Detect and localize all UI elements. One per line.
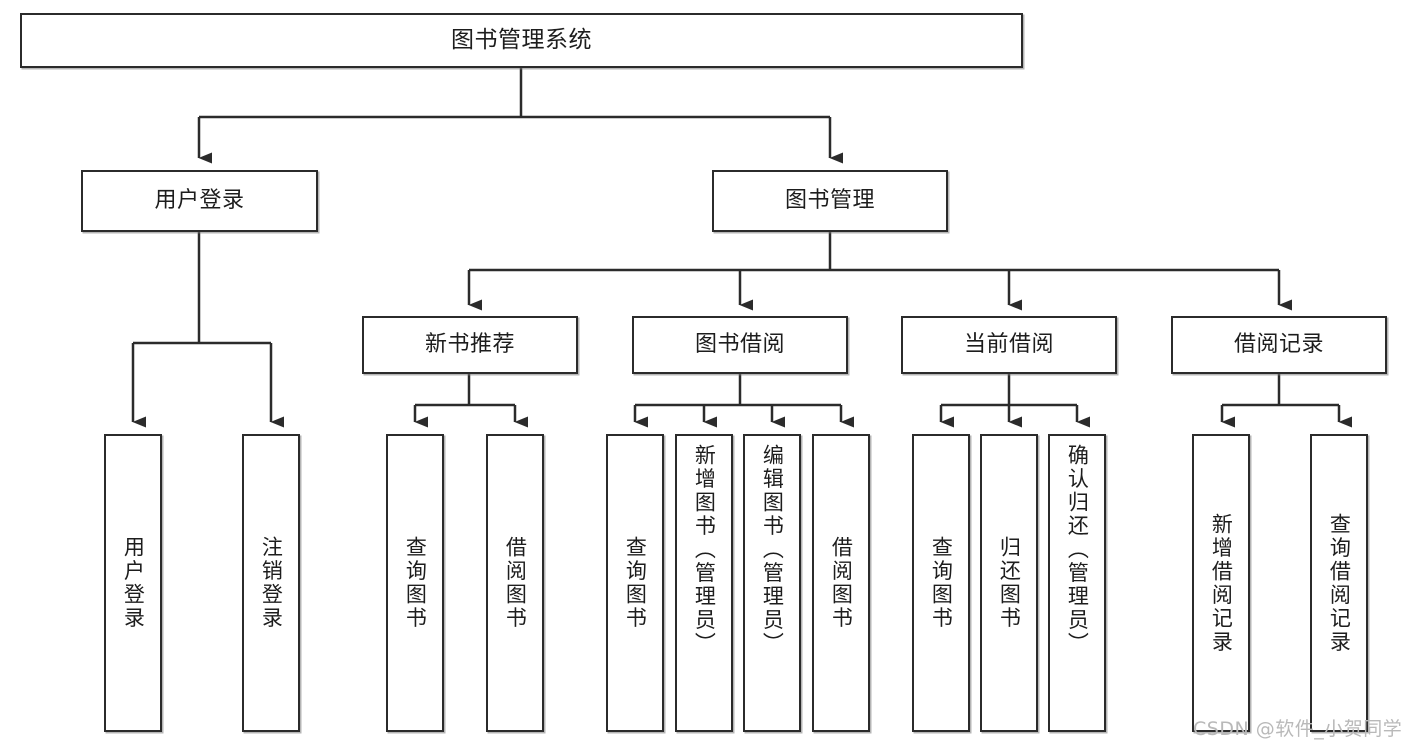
node-leaf-add-record[interactable]: 新增借阅记录	[1192, 434, 1250, 732]
node-label: 查询借阅记录	[1327, 512, 1352, 654]
node-current-borrow[interactable]: 当前借阅	[901, 316, 1117, 374]
node-label: 当前借阅	[963, 332, 1054, 358]
node-leaf-borrow-book-1[interactable]: 借阅图书	[486, 434, 544, 732]
node-user-login[interactable]: 用户登录	[81, 170, 318, 232]
node-label: 图书借阅	[694, 332, 785, 358]
node-label: 新增图书（管理员）	[692, 444, 717, 656]
node-label: 归还图书	[997, 536, 1022, 630]
node-leaf-borrow-book-2[interactable]: 借阅图书	[812, 434, 870, 732]
node-label: 新增借阅记录	[1209, 512, 1234, 654]
node-leaf-return-book[interactable]: 归还图书	[980, 434, 1038, 732]
node-label: 图书管理	[784, 188, 875, 214]
node-label: 用户登录	[121, 536, 146, 630]
node-label: 新书推荐	[424, 332, 515, 358]
node-leaf-edit-book[interactable]: 编辑图书（管理员）	[743, 434, 801, 732]
node-label: 确认归还（管理员）	[1065, 444, 1090, 656]
node-leaf-query-book-2[interactable]: 查询图书	[606, 434, 664, 732]
node-label: 查询图书	[403, 536, 428, 630]
node-label: 用户登录	[154, 188, 245, 214]
node-label: 编辑图书（管理员）	[760, 444, 785, 656]
node-label: 借阅记录	[1233, 332, 1324, 358]
node-label: 查询图书	[929, 536, 954, 630]
node-leaf-add-book[interactable]: 新增图书（管理员）	[675, 434, 733, 732]
node-label: 借阅图书	[829, 536, 854, 630]
node-borrow-record[interactable]: 借阅记录	[1171, 316, 1387, 374]
node-leaf-user-login[interactable]: 用户登录	[104, 434, 162, 732]
node-label: 图书管理系统	[451, 27, 592, 54]
node-label: 查询图书	[623, 536, 648, 630]
node-leaf-query-book-3[interactable]: 查询图书	[912, 434, 970, 732]
watermark: CSDN @软件_小贺同学	[1193, 718, 1403, 740]
node-root-book-management-system[interactable]: 图书管理系统	[20, 13, 1023, 68]
node-book-borrow[interactable]: 图书借阅	[632, 316, 848, 374]
node-leaf-confirm-return[interactable]: 确认归还（管理员）	[1048, 434, 1106, 732]
node-leaf-query-record[interactable]: 查询借阅记录	[1310, 434, 1368, 732]
node-new-book-recommend[interactable]: 新书推荐	[362, 316, 578, 374]
node-label: 借阅图书	[503, 536, 528, 630]
node-leaf-logout[interactable]: 注销登录	[242, 434, 300, 732]
node-label: 注销登录	[259, 536, 284, 630]
node-book-management[interactable]: 图书管理	[712, 170, 948, 232]
node-leaf-query-book-1[interactable]: 查询图书	[386, 434, 444, 732]
